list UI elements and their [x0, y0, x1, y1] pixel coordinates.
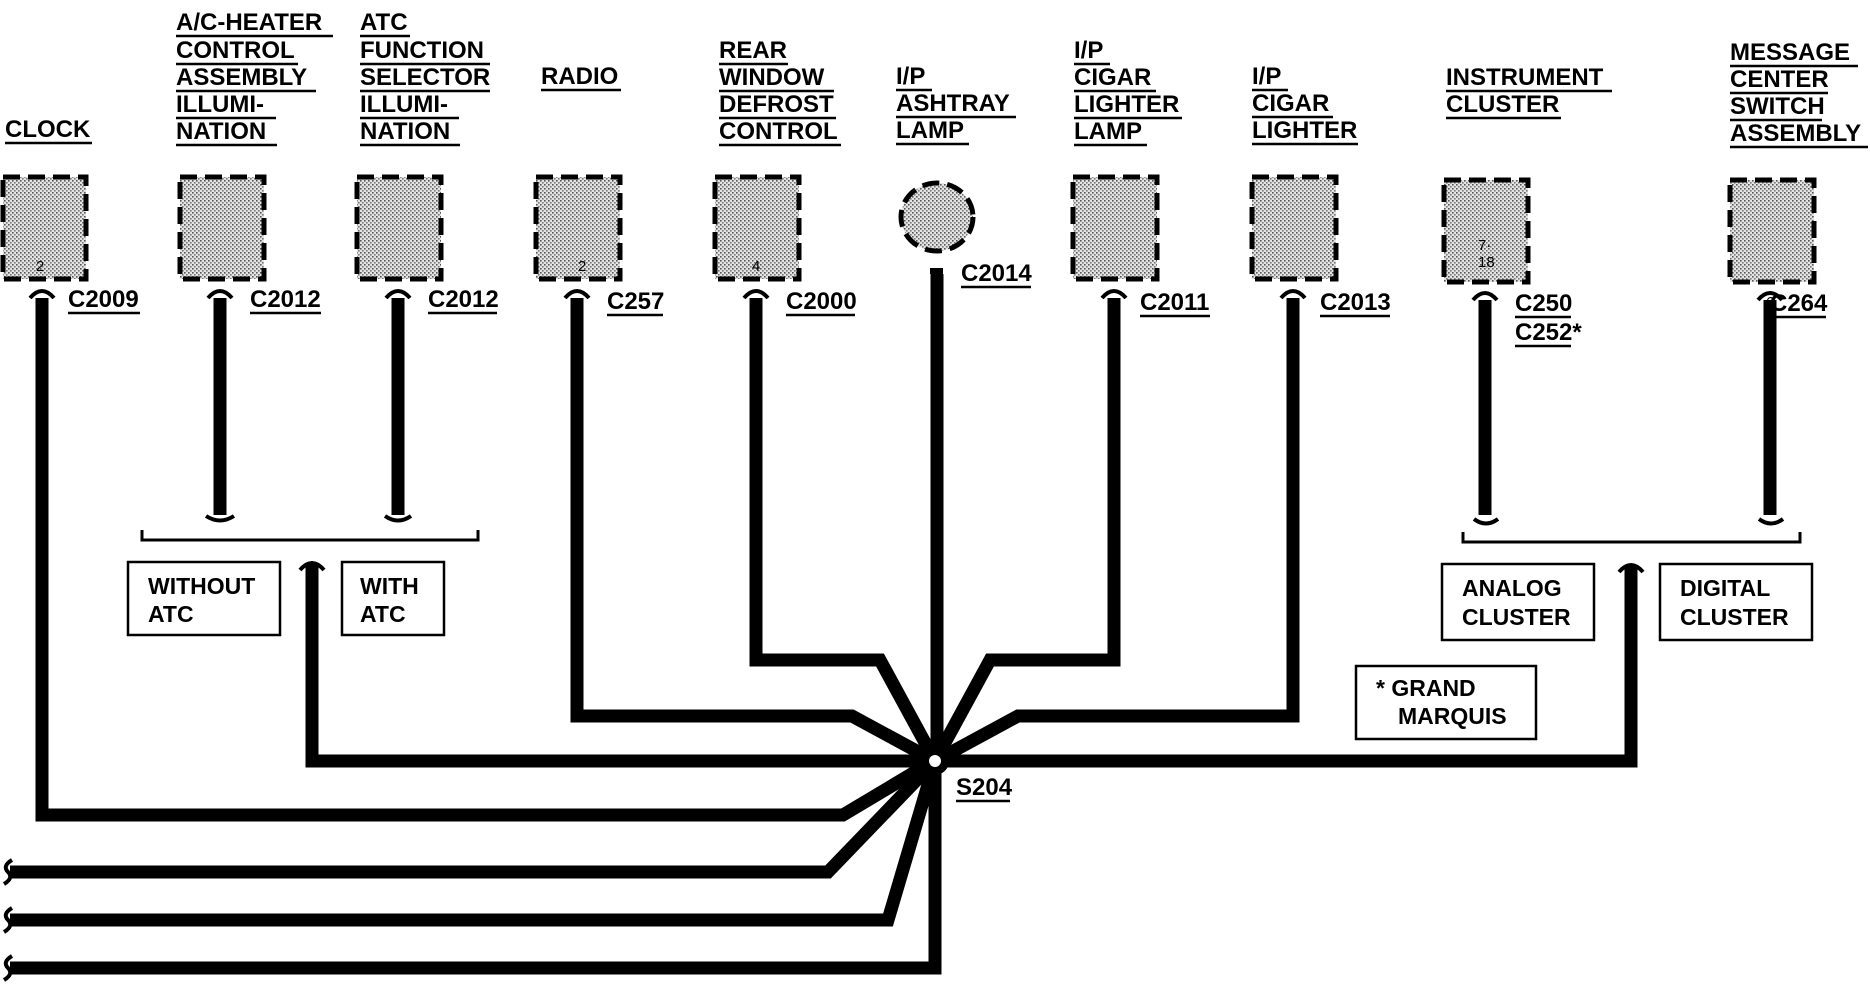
label-clock-line: CLOCK [5, 116, 91, 143]
label-cluster-line-1: INSTRUMENT [1446, 64, 1604, 91]
label-message-line-1: MESSAGE [1730, 39, 1850, 66]
with-atc-line-2: ATC [360, 601, 406, 627]
analog-line-2: CLUSTER [1462, 604, 1571, 630]
label-atc-line-5: NATION [360, 118, 450, 145]
message-center-component [1727, 177, 1817, 285]
label-clock: CLOCK [5, 116, 92, 145]
connector-c2014: C2014 [961, 260, 1032, 287]
label-defrost-line-1: REAR [719, 37, 787, 64]
label-atc-line-1: ATC [360, 9, 408, 36]
label-ac-heater-line-5: NATION [176, 118, 266, 145]
label-cluster-line-2: CLUSTER [1446, 91, 1559, 118]
connector-c2011: C2011 [1140, 289, 1209, 316]
label-cigar-line-2: CIGAR [1252, 90, 1329, 117]
label-instrument-cluster: INSTRUMENT CLUSTER [1446, 64, 1612, 120]
box-analog-cluster: ANALOG CLUSTER [1440, 562, 1596, 642]
digital-line-2: CLUSTER [1680, 604, 1789, 630]
label-message-line-2: CENTER [1730, 66, 1829, 93]
footnote-line-2: MARQUIS [1398, 703, 1507, 729]
label-ashtray-line-1: I/P [896, 63, 925, 90]
label-message-line-4: ASSEMBLY [1730, 120, 1861, 147]
connector-c2000: C2000 [786, 288, 857, 315]
box-with-atc: WITH ATC [340, 560, 446, 637]
label-radio: RADIO [541, 63, 621, 92]
label-atc-function: ATC FUNCTION SELECTOR ILLUMI- NATION [360, 9, 490, 147]
label-cigar-line-3: LIGHTER [1252, 117, 1357, 144]
splice-s204-label: S204 [956, 774, 1013, 801]
without-atc-line-1: WITHOUT [148, 573, 255, 599]
label-cigar-lamp-line-2: CIGAR [1074, 64, 1151, 91]
cluster-option-brace [1461, 532, 1802, 544]
label-ashtray-line-3: LAMP [896, 117, 964, 144]
atc-option-brace [140, 530, 480, 542]
wires [10, 274, 1777, 975]
connector-c2013: C2013 [1320, 289, 1391, 316]
connector-c252: C252* [1515, 319, 1582, 346]
label-ac-heater: A/C-HEATER CONTROL ASSEMBLY ILLUMI- NATI… [176, 9, 333, 147]
label-cigar-lamp-line-4: LAMP [1074, 118, 1142, 145]
connector-c264: C264 [1770, 290, 1828, 317]
radio-pin: 2 [578, 258, 586, 275]
label-message-line-3: SWITCH [1730, 93, 1825, 120]
label-message-center: MESSAGE CENTER SWITCH ASSEMBLY [1730, 39, 1868, 149]
radio-component [533, 174, 623, 282]
connector-c250: C250 [1515, 290, 1572, 317]
box-without-atc: WITHOUT ATC [126, 560, 282, 637]
cluster-pin-2: 18 [1478, 254, 1495, 271]
without-atc-line-2: ATC [148, 601, 194, 627]
footnote-line-1: * GRAND [1376, 675, 1476, 701]
connector-c2009: C2009 [68, 286, 139, 313]
label-atc-line-2: FUNCTION [360, 37, 484, 64]
connector-hooks [28, 289, 1785, 574]
ashtray-lamp-component [898, 180, 976, 254]
label-cigar-lamp-line-3: LIGHTER [1074, 91, 1179, 118]
left-wire-ends [2, 858, 14, 982]
clock-pin: 2 [36, 258, 44, 275]
label-ac-heater-line-3: ASSEMBLY [176, 64, 307, 91]
label-defrost-line-4: CONTROL [719, 118, 838, 145]
analog-line-1: ANALOG [1462, 575, 1562, 601]
connector-c257: C257 [607, 288, 664, 315]
label-cigar-line-1: I/P [1252, 63, 1281, 90]
cluster-pin-1: 7· [1478, 237, 1491, 254]
label-cigar-lighter-lamp: I/P CIGAR LIGHTER LAMP [1074, 37, 1182, 147]
digital-line-1: DIGITAL [1680, 575, 1770, 601]
defrost-pin: 4 [752, 258, 760, 275]
clock-component [0, 174, 89, 282]
footnote-box: * GRAND MARQUIS [1354, 664, 1538, 741]
cigar-lighter-lamp-component [1070, 174, 1160, 282]
label-ac-heater-line-4: ILLUMI- [176, 91, 264, 118]
label-ac-heater-line-2: CONTROL [176, 37, 295, 64]
ashtray-connector-cap [930, 268, 943, 274]
defrost-control-component [712, 174, 802, 282]
box-digital-cluster: DIGITAL CLUSTER [1658, 562, 1814, 642]
label-radio-line: RADIO [541, 63, 618, 90]
label-atc-line-3: SELECTOR [360, 64, 490, 91]
atc-selector-component [354, 174, 444, 282]
with-atc-line-1: WITH [360, 573, 419, 599]
label-defrost-line-2: WINDOW [719, 64, 825, 91]
label-ashtray-line-2: ASHTRAY [896, 90, 1010, 117]
label-atc-line-4: ILLUMI- [360, 91, 448, 118]
connector-c2012-a: C2012 [250, 286, 321, 313]
label-cigar-lamp-line-1: I/P [1074, 37, 1103, 64]
label-ashtray-lamp: I/P ASHTRAY LAMP [896, 63, 1016, 146]
instrument-cluster-component [1441, 177, 1531, 285]
ac-heater-component [177, 174, 267, 282]
label-defrost-line-3: DEFROST [719, 91, 834, 118]
cigar-lighter-component [1249, 174, 1339, 282]
label-ac-heater-line-1: A/C-HEATER [176, 9, 322, 36]
label-rear-window-defrost: REAR WINDOW DEFROST CONTROL [719, 37, 841, 147]
connector-c2012-b: C2012 [428, 286, 499, 313]
label-cigar-lighter: I/P CIGAR LIGHTER [1252, 63, 1358, 146]
